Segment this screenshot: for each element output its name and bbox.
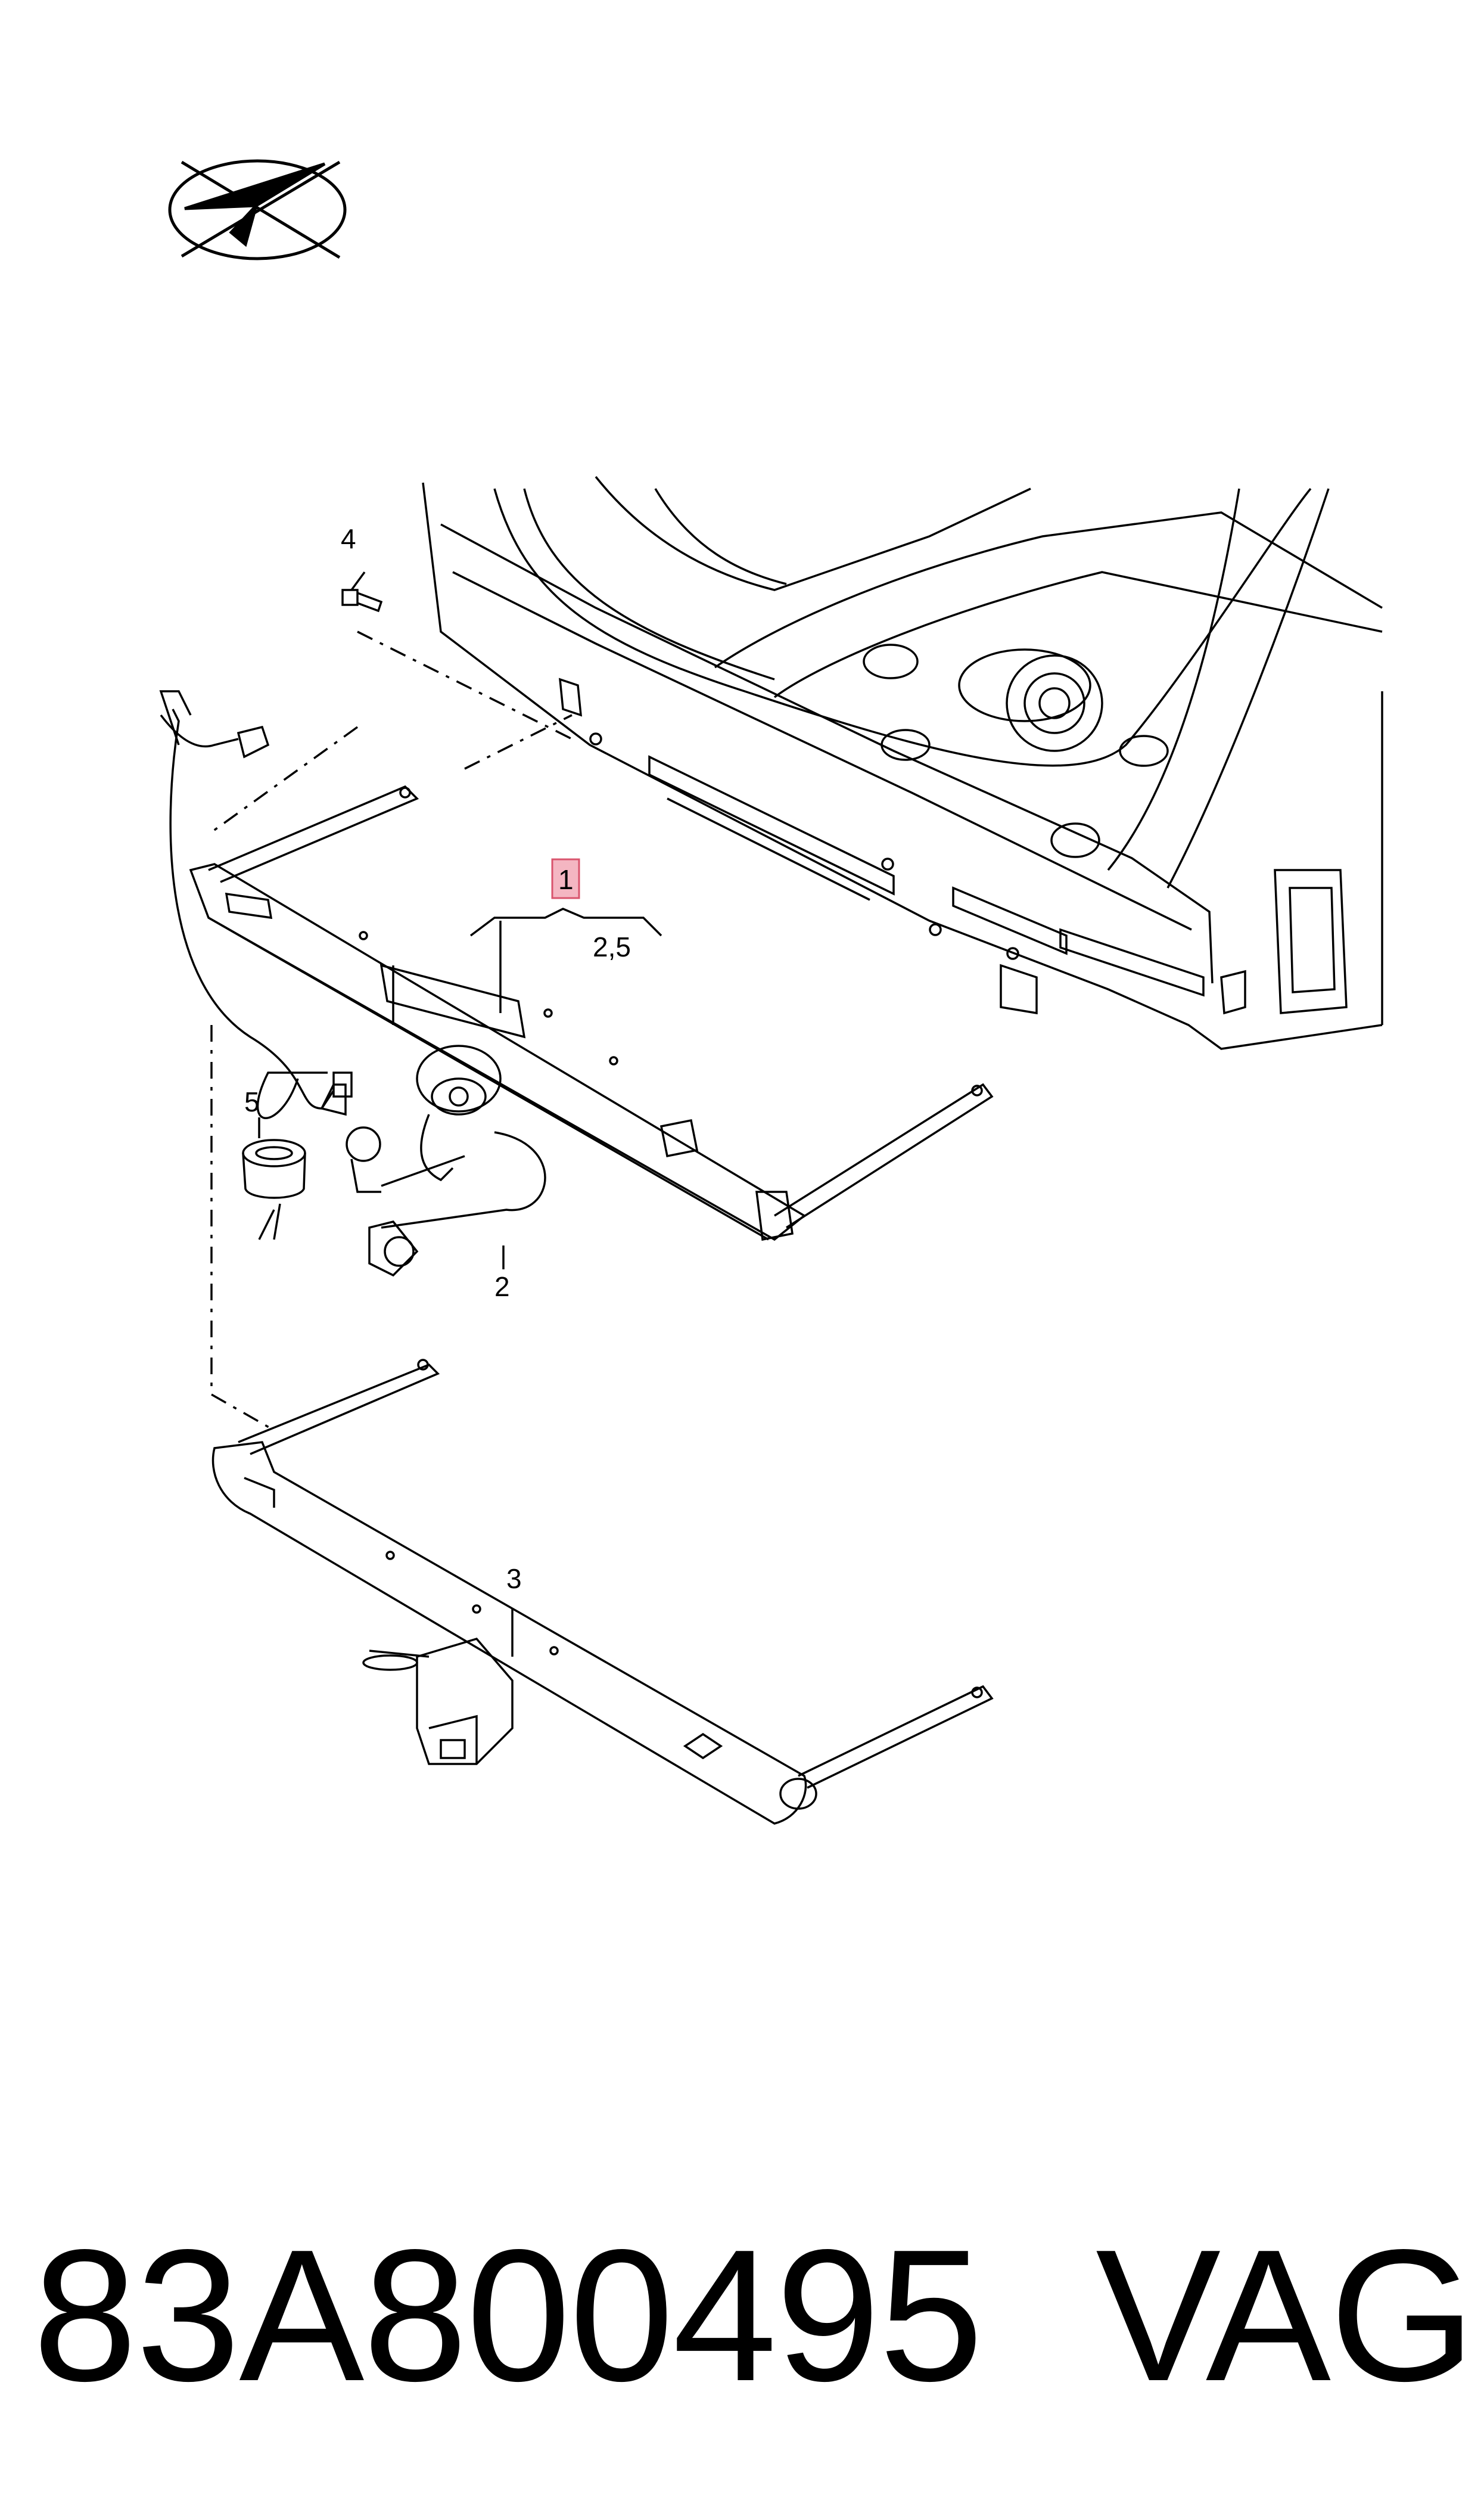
socket-cover-part-5 xyxy=(242,1139,306,1240)
tow-bar-with-ball-assembly xyxy=(189,785,994,1277)
callout-5: 5 xyxy=(244,1086,260,1117)
hitch-crossmember-part-3 xyxy=(211,1359,994,1825)
callout-2: 2 xyxy=(494,1271,510,1302)
callout-2-5: 2,5 xyxy=(593,931,631,962)
assembly-reference-lines xyxy=(207,630,573,1431)
checkmark-arrow-logo xyxy=(168,159,347,260)
callout-4: 4 xyxy=(341,523,356,554)
vehicle-rear-body xyxy=(422,476,1383,1050)
brand-name: VAG xyxy=(1096,2210,1476,2420)
wiring-harness xyxy=(159,690,347,1116)
callout-1-highlight xyxy=(551,858,580,899)
callout-leaders xyxy=(258,908,662,1657)
part-number: 83A800495 xyxy=(33,2210,984,2420)
part-number-footer: 83A800495 VAG xyxy=(33,2210,1476,2420)
callout-1: 1 xyxy=(558,864,574,895)
callout-3: 3 xyxy=(506,1563,522,1594)
bolt-part-4 xyxy=(341,571,383,613)
